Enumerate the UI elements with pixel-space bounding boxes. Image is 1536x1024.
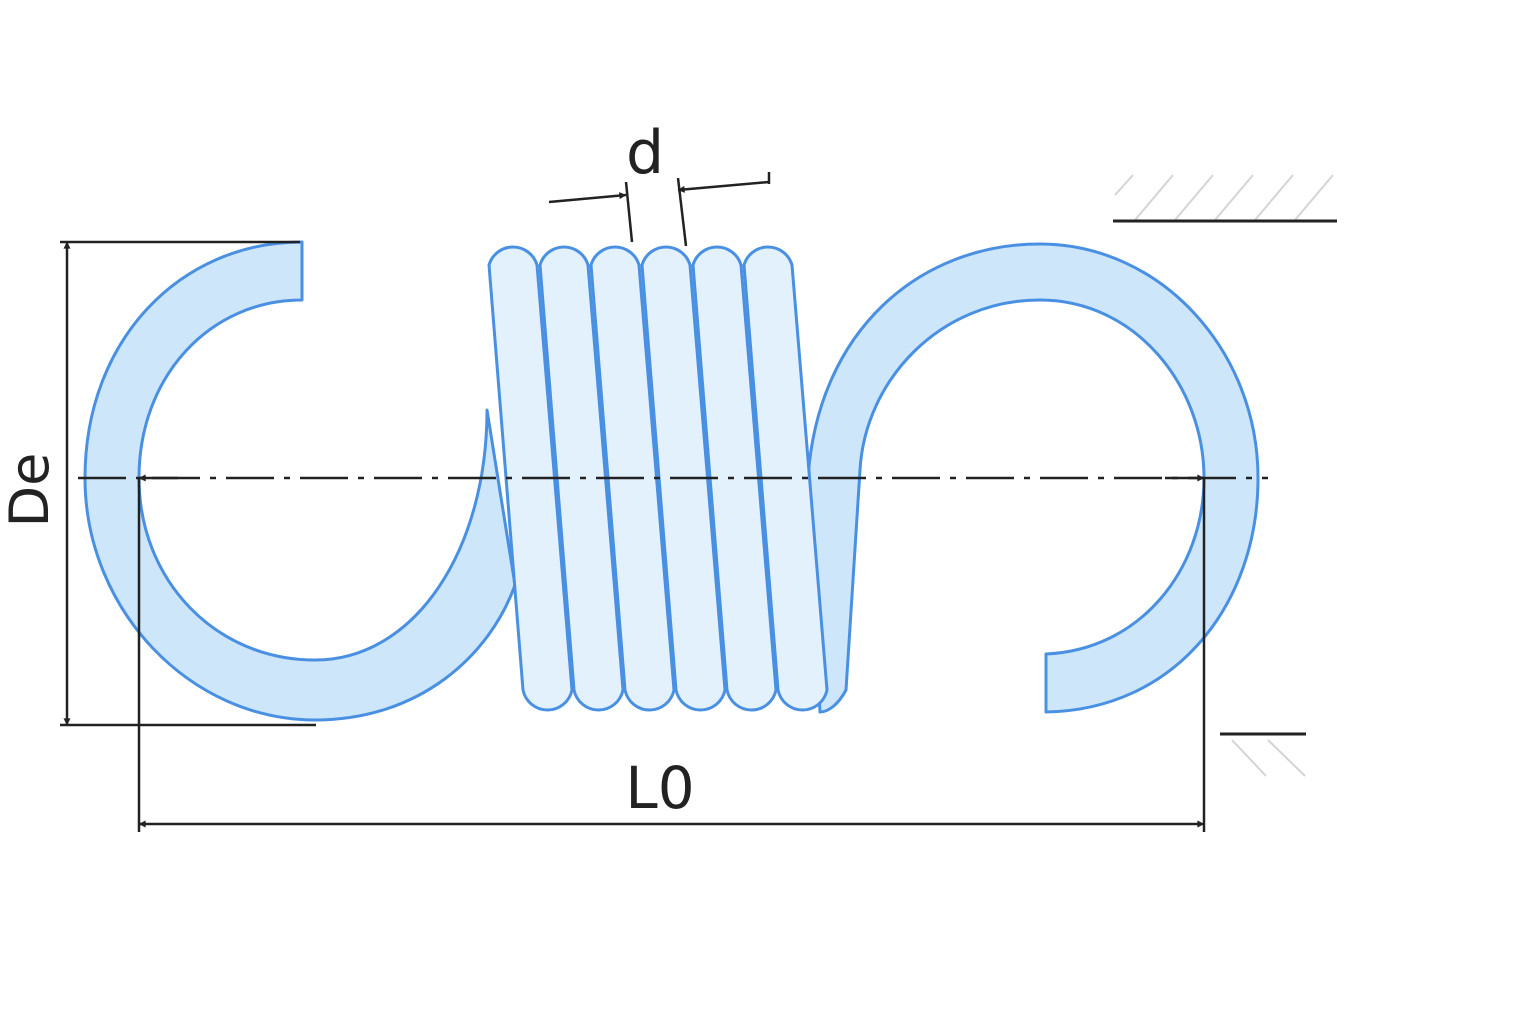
support-bottom	[1220, 732, 1306, 777]
dimension-de	[60, 240, 316, 727]
label-l0: L0	[625, 754, 694, 822]
label-de: De	[0, 453, 61, 528]
spring-coil	[691, 245, 778, 712]
fixed-support-top	[1113, 174, 1337, 223]
dimension-l0	[137, 478, 1206, 832]
dimension-d	[548, 172, 771, 247]
left-hook	[83, 240, 517, 722]
support-hatch-bottom	[1231, 739, 1306, 777]
right-hook	[806, 242, 1260, 714]
support-hatch-top	[1114, 174, 1334, 221]
label-d: d	[626, 118, 664, 188]
